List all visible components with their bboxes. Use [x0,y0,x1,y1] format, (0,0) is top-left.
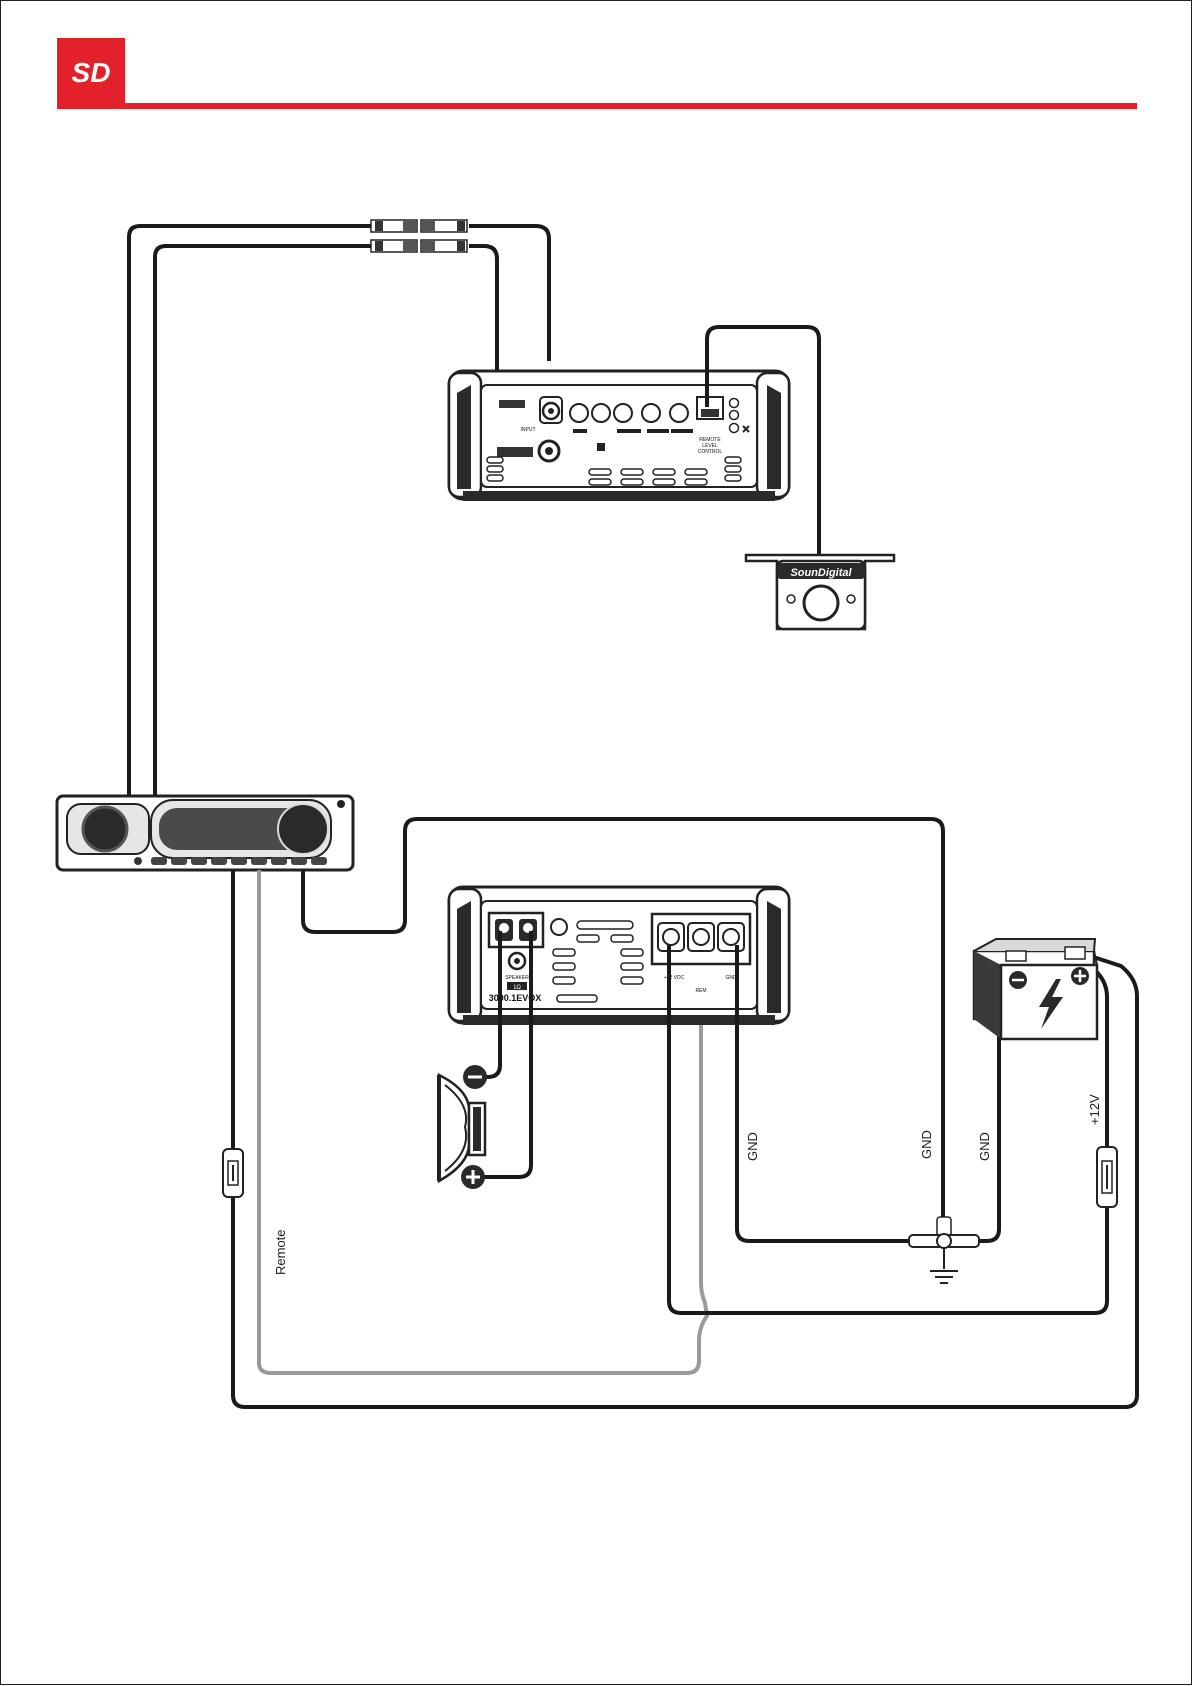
head-unit-to-amp-wire [303,819,943,1233]
ground-distribution [909,1217,979,1283]
terminal-rem-label: REM [695,988,706,994]
head-unit-volume-knob [83,807,127,851]
label-12v: +12V [1087,1094,1102,1125]
rca-plugs [371,220,467,252]
label-gnd-headunit: GND [919,1130,934,1159]
remote-brand-text: SounDigital [790,567,852,579]
logo-text: SD [72,57,111,88]
input-label: INPUT [521,427,536,433]
wire-labels: Remote GND GND GND +12V [273,1094,1102,1275]
header-bar [57,103,1137,109]
rca-cable-right [155,246,497,796]
fuse-battery [1097,1147,1117,1207]
label-gnd-amp: GND [745,1132,760,1161]
speaker-ohm: 1Ω [513,985,521,991]
battery [974,939,1097,1039]
label-remote: Remote [273,1229,288,1275]
remote-level-control: SounDigital [746,555,894,629]
rca-cables [129,226,549,796]
svg-text:CONTROL: CONTROL [698,449,723,455]
label-gnd-battery: GND [977,1132,992,1161]
header: SD [57,38,1137,109]
remote-level-knob [804,586,838,620]
amp-model: 3000.1EVOX [489,993,542,1003]
head-unit-buttons [151,857,327,865]
amplifier-top: INPUT REMOTE LEVEL CONTROL [449,371,789,501]
fuse-head-unit [223,1149,243,1197]
rca-cable-left [129,226,549,796]
speaker-label: SPEAKER [505,975,529,981]
subwoofer [439,1065,487,1189]
terminal-12v-label: +12 VDC [664,975,685,981]
head-unit [57,796,353,870]
